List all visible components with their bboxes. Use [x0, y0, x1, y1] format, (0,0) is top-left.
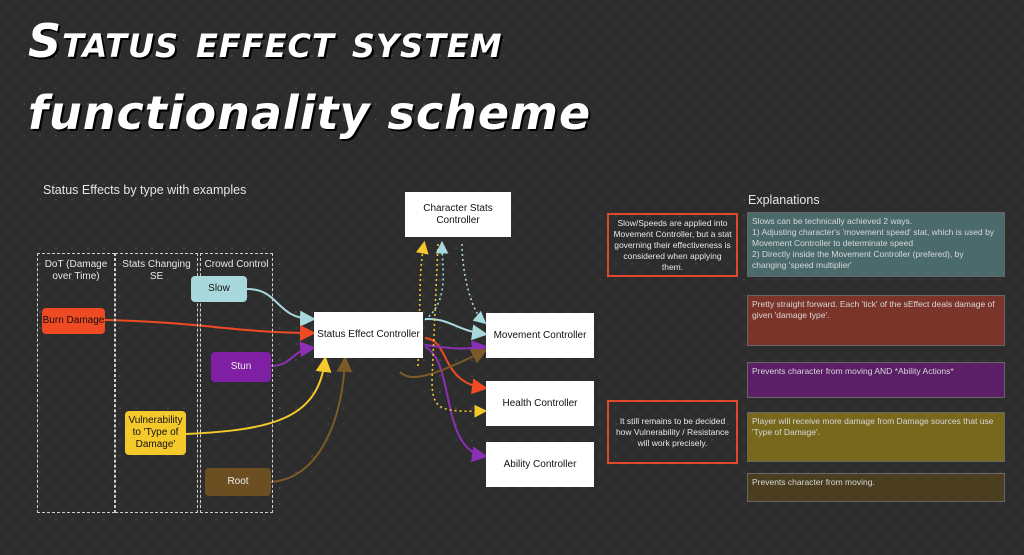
section-subtitle: Status Effects by type with examples [43, 183, 247, 197]
explanation-root: Prevents character from moving. [747, 473, 1005, 502]
column-dot-label: DoT (Damage over Time) [44, 259, 108, 282]
arrow-vul-to-sec [185, 356, 332, 435]
explanation-vulnerability: Player will receive more damage from Dam… [747, 412, 1005, 462]
arrow-burn-to-health [424, 337, 488, 395]
movement-controller[interactable]: Movement Controller [486, 313, 594, 358]
arrow-slow-to-movement [424, 317, 488, 341]
root-node[interactable]: Root [205, 468, 271, 496]
arrow-burn-to-sec [104, 319, 316, 341]
column-cc-label: Crowd Control [204, 259, 269, 270]
stun-node[interactable]: Stun [211, 352, 271, 382]
arrow-vul-to-stats [415, 240, 429, 367]
main-title-line-1: Status effect system [28, 14, 503, 68]
explanation-stun: Prevents character from moving AND *Abil… [747, 362, 1005, 398]
arrow-stats-to-movement [461, 243, 487, 325]
ability-controller[interactable]: Ability Controller [486, 442, 594, 487]
column-stats-label: Stats Changing SE [122, 259, 191, 282]
main-title-line-2: functionality scheme [28, 86, 592, 140]
arrow-slow-to-stats [424, 240, 449, 321]
column-dot: DoT (Damage over Time) [37, 253, 115, 513]
arrow-root-to-movement [399, 349, 488, 378]
column-crowd-control: Crowd Control [200, 253, 273, 513]
arrow-slow-to-sec [246, 288, 316, 327]
explanation-burn: Pretty straight forward. Each 'tick' of … [747, 295, 1005, 346]
vulnerability-node[interactable]: Vulnerability to 'Type of Damage' [125, 411, 186, 455]
health-controller[interactable]: Health Controller [486, 381, 594, 426]
status-effect-controller[interactable]: Status Effect Controller [314, 312, 423, 358]
slow-node[interactable]: Slow [191, 276, 247, 302]
arrow-stats-to-health [431, 243, 488, 418]
arrow-root-to-sec [270, 356, 353, 483]
character-stats-controller[interactable]: Character Stats Controller [405, 192, 511, 237]
arrow-stun-to-movement [424, 340, 488, 357]
burn-damage-node[interactable]: Burn Damage [42, 308, 105, 334]
slow-note: Slow/Speeds are applied into Movement Co… [607, 213, 738, 277]
explanations-heading: Explanations [748, 193, 820, 207]
column-stats-changing: Stats Changing SE [115, 253, 198, 513]
arrow-stun-to-sec [270, 341, 316, 367]
explanation-slow: Slows can be technically achieved 2 ways… [747, 212, 1005, 277]
vulnerability-note: It still remains to be decided how Vulne… [607, 400, 738, 464]
arrow-stun-to-ability [424, 346, 488, 463]
